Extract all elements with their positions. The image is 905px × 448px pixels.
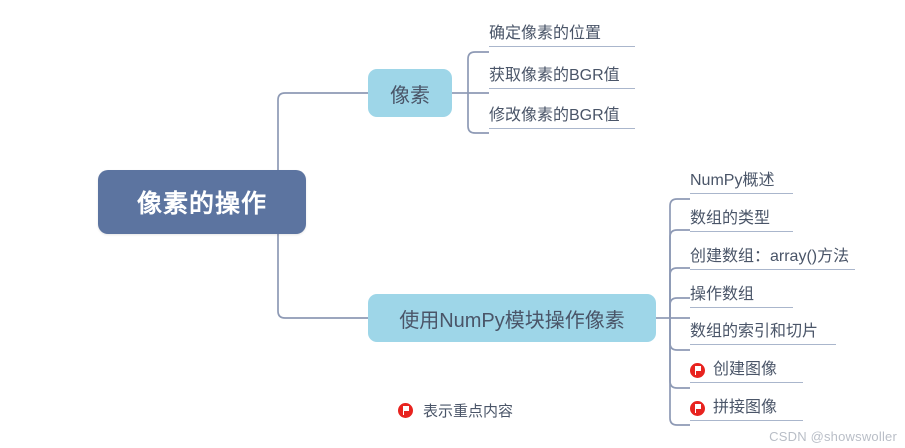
branch-node-numpy[interactable]: 使用NumPy模块操作像素 <box>368 294 656 342</box>
leaf-label: 数组的类型 <box>690 210 771 227</box>
legend-label: 表示重点内容 <box>423 403 514 420</box>
leaf-label: 创建数组：array()方法 <box>690 248 850 265</box>
leaf-label: 创建图像 <box>713 361 778 378</box>
branch-node-pixel-label: 像素 <box>390 84 430 107</box>
red-flag-icon <box>690 363 705 379</box>
leaf-item[interactable]: 数组的索引和切片 <box>690 323 836 346</box>
leaf-item[interactable]: 创建图像 <box>690 361 803 384</box>
watermark: CSDN @showswoller <box>769 429 897 444</box>
branch-node-pixel[interactable]: 像素 <box>368 69 452 117</box>
root-node-label: 像素的操作 <box>136 190 267 218</box>
leaf-item[interactable]: 获取像素的BGR值 <box>489 67 635 90</box>
leaf-label: 操作数组 <box>690 286 755 303</box>
leaf-item[interactable]: 确定像素的位置 <box>489 25 635 48</box>
root-node[interactable]: 像素的操作 <box>98 170 306 234</box>
red-flag-icon <box>690 401 705 417</box>
leaf-item[interactable]: 拼接图像 <box>690 399 803 422</box>
leaf-label: 确定像素的位置 <box>489 25 602 42</box>
leaf-item[interactable]: 修改像素的BGR值 <box>489 107 635 130</box>
leaf-label: 数组的索引和切片 <box>690 323 819 340</box>
leaf-item[interactable]: 数组的类型 <box>690 210 793 233</box>
leaf-item[interactable]: NumPy概述 <box>690 172 793 195</box>
legend: 表示重点内容 <box>398 400 513 421</box>
leaf-item[interactable]: 操作数组 <box>690 286 793 309</box>
leaf-label: 拼接图像 <box>713 399 778 416</box>
red-flag-icon <box>398 403 413 418</box>
branch-node-numpy-label: 使用NumPy模块操作像素 <box>399 309 625 332</box>
leaf-label: NumPy概述 <box>690 172 775 189</box>
leaf-label: 修改像素的BGR值 <box>489 107 620 124</box>
leaf-item[interactable]: 创建数组：array()方法 <box>690 248 855 271</box>
leaf-label: 获取像素的BGR值 <box>489 67 620 84</box>
